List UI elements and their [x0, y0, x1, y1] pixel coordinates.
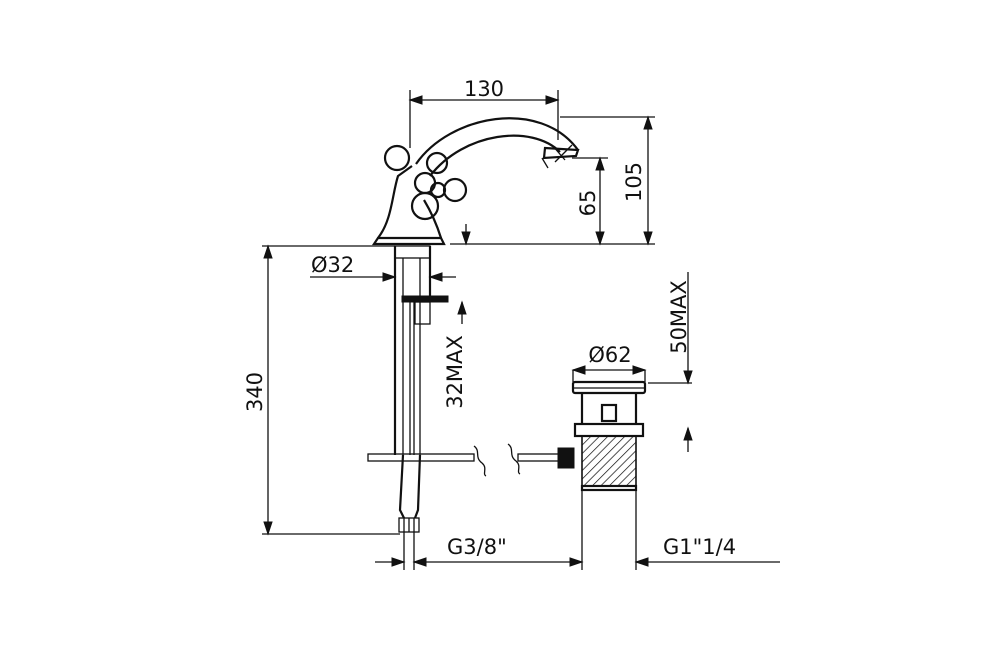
dim-spout-height: 65 — [576, 190, 600, 217]
dim-inlet-thread: G3/8" — [447, 535, 507, 559]
dimension-lines — [262, 90, 780, 570]
dim-waste-diameter: Ø62 — [588, 343, 631, 367]
dim-total-length: 340 — [243, 372, 267, 412]
mounting-shank — [393, 245, 449, 533]
popup-waste — [571, 380, 647, 492]
cross-handle-left — [383, 144, 411, 172]
dim-spout-reach: 130 — [464, 77, 504, 101]
popup-rod — [367, 443, 575, 477]
dim-total-height: 105 — [622, 162, 646, 202]
faucet-body — [371, 117, 580, 246]
dim-waste-thread: G1"1/4 — [663, 535, 736, 559]
dim-body-diameter: Ø32 — [311, 253, 354, 277]
dim-waste-height-max: 50MAX — [667, 280, 691, 354]
cross-handle-front — [410, 151, 468, 221]
dim-deck-thickness-max: 32MAX — [443, 335, 467, 409]
